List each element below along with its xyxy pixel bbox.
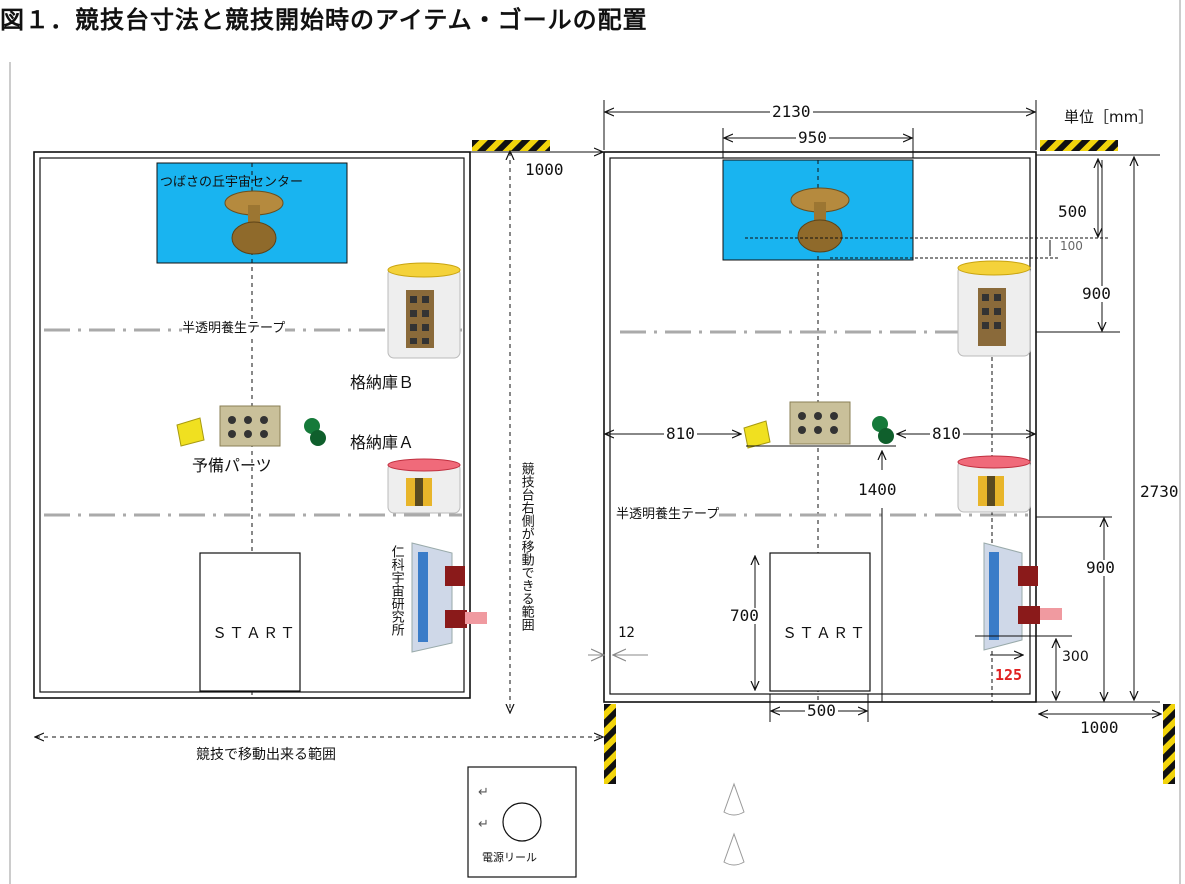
dim-bottom-900: 900	[1086, 558, 1115, 577]
storage-a-label: 格納庫Ａ	[350, 433, 415, 452]
dim-start-width: 500	[805, 701, 838, 720]
storage-a-icon	[387, 458, 461, 514]
lab-panel-icon	[983, 542, 1062, 651]
start-label: ＳＴＡＲＴ	[212, 624, 298, 642]
hazard-stripe-icon	[1040, 140, 1118, 151]
dim-start-height: 700	[730, 606, 759, 625]
dim-lab-300: 300	[1062, 649, 1089, 665]
dim-goal-width: 950	[796, 128, 829, 147]
dim-left-810: 810	[664, 424, 697, 443]
spare-parts-icon	[176, 405, 326, 447]
goal-label: つばさの丘宇宙センター	[160, 175, 304, 190]
storage-b-icon	[957, 260, 1031, 357]
storage-b-icon	[387, 262, 461, 359]
gap-dim: 1000	[525, 160, 564, 179]
power-reel-box: ↵ ↵	[467, 766, 577, 878]
tape-label-right: 半透明養生テープ	[616, 507, 720, 522]
goal-table-icon	[224, 190, 284, 255]
dim-lab-125: 125	[995, 666, 1023, 684]
lab-panel-icon	[411, 542, 487, 653]
storage-a-icon	[957, 455, 1031, 513]
dim-width-total: 2130	[770, 102, 813, 121]
lab-label: 仁科宇宙研究所	[388, 545, 404, 636]
dim-goal-offset: 500	[1058, 202, 1087, 221]
cone-icon	[723, 782, 745, 866]
dim-center-1400: 1400	[858, 480, 897, 499]
svg-text:↵: ↵	[478, 785, 489, 800]
storage-b-label: 格納庫Ｂ	[350, 373, 415, 392]
dim-right-810: 810	[930, 424, 963, 443]
dim-outer-1000: 1000	[1080, 718, 1119, 737]
start-label-right: ＳＴＡＲＴ	[782, 624, 868, 642]
move-range-label: 競技で移動出来る範囲	[196, 747, 336, 763]
goal-table-icon	[790, 187, 850, 253]
hazard-stripe-icon	[604, 704, 616, 784]
dim-storage-b-offset: 900	[1082, 284, 1111, 303]
reel-label: 電源リール	[482, 851, 537, 864]
svg-text:↵: ↵	[478, 817, 489, 832]
dim-height-total: 2730	[1140, 482, 1179, 501]
unit-label: 単位［mm］	[1064, 108, 1154, 126]
dim-edge-12: 12	[618, 625, 635, 641]
spare-parts-label: 予備パーツ	[192, 456, 272, 475]
spare-parts-icon	[743, 401, 894, 449]
page-title: 図１．競技台寸法と競技開始時のアイテム・ゴールの配置	[0, 6, 648, 34]
tape-label: 半透明養生テープ	[182, 321, 286, 336]
dimension-lines	[603, 100, 1160, 722]
side-range-label: 競技台右側が移動できる範囲	[518, 462, 534, 631]
hazard-stripe-icon	[1163, 704, 1175, 784]
dim-small-offset: 100	[1060, 239, 1083, 253]
hazard-stripe-icon	[472, 140, 550, 151]
